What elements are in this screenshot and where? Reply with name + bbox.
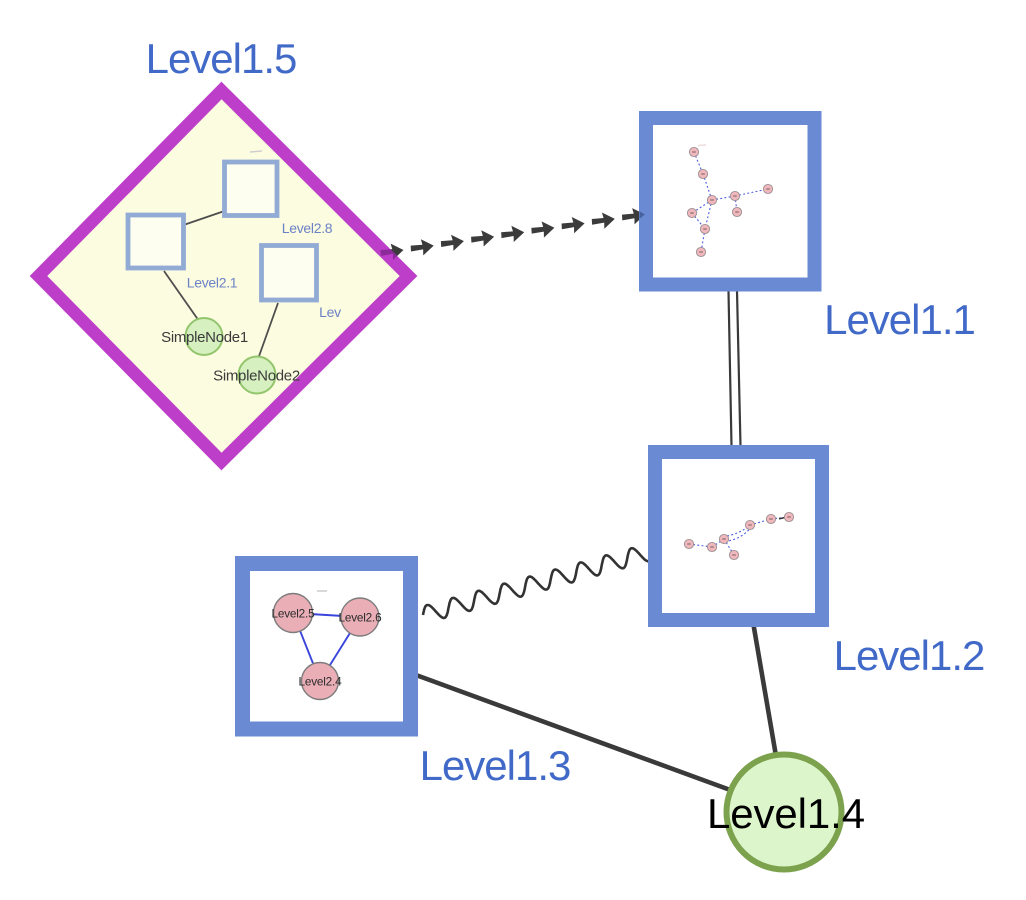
svg-text:Level2.8: Level2.8	[282, 220, 333, 236]
svg-text:Lev: Lev	[319, 304, 341, 320]
svg-text:Level1.5: Level1.5	[146, 35, 297, 82]
svg-text:Level2.1: Level2.1	[187, 275, 238, 291]
svg-text:SimpleNode2: SimpleNode2	[213, 368, 300, 385]
svg-text:SimpleNode1: SimpleNode1	[161, 329, 248, 346]
svg-text:Level1.1: Level1.1	[824, 296, 975, 343]
svg-text:Level2.4: Level2.4	[298, 675, 342, 689]
svg-text:Level1.2: Level1.2	[834, 632, 985, 679]
svg-text:Level2.5: Level2.5	[271, 607, 315, 621]
svg-text:Level1.3: Level1.3	[420, 742, 571, 789]
svg-text:Level2.6: Level2.6	[338, 611, 382, 625]
svg-text:Level1.4: Level1.4	[707, 790, 865, 837]
